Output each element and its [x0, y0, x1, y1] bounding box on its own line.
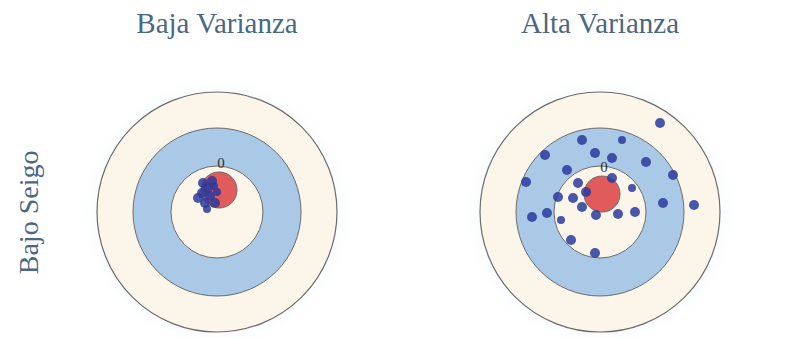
row-heading: Bajo Seigo — [15, 150, 46, 274]
right-shots — [521, 118, 699, 258]
left-target — [77, 72, 357, 338]
column-heading: Baja Varianza — [136, 8, 297, 40]
right-target — [460, 72, 740, 338]
column-heading: Alta Varianza — [521, 8, 679, 40]
left-shots — [193, 176, 221, 213]
center-number: 0 — [600, 159, 608, 176]
center-number: 0 — [217, 155, 225, 172]
